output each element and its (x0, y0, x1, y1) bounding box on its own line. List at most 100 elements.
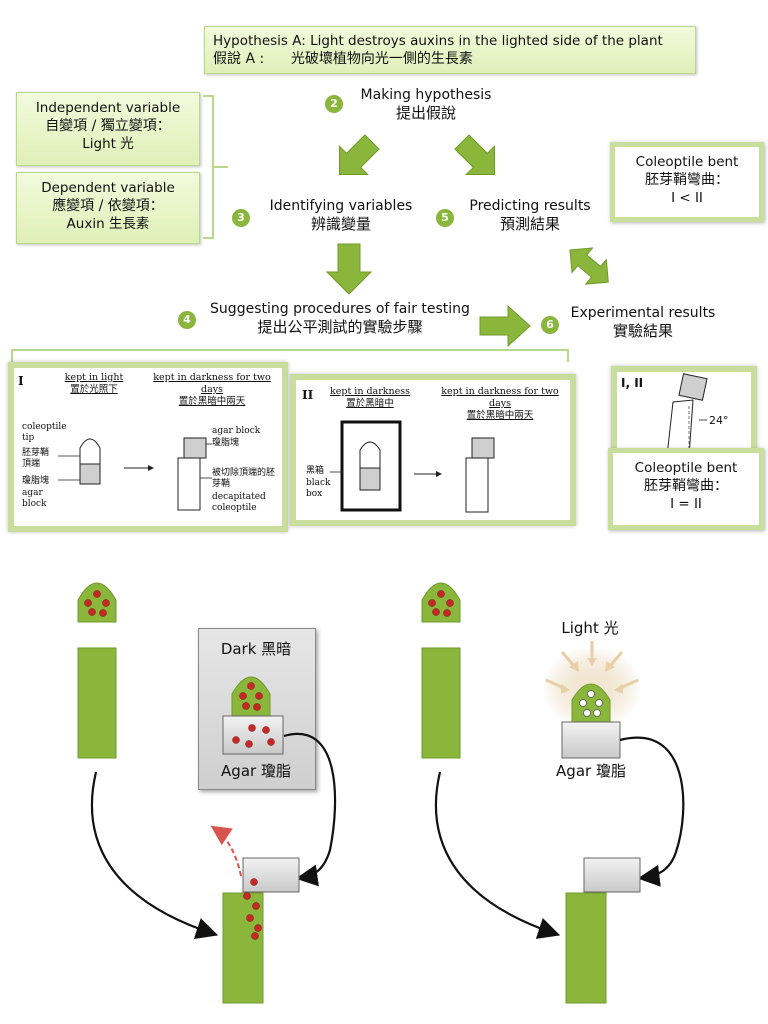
result-en: Coleoptile bent (634, 460, 738, 476)
label-decap-en: decapitated coleoptile (212, 492, 266, 513)
label-agar-zh: 瓊脂塊 (22, 476, 50, 486)
label-decap-zh: 被切除頂端的胚芽鞘 (212, 468, 276, 489)
prediction-value: I < II (671, 190, 703, 206)
step-number-5: 5 (436, 209, 454, 227)
auxin-dots-left-1 (84, 590, 110, 617)
agar-block-dark (359, 467, 381, 491)
independent-value: Light 光 (82, 136, 134, 152)
arrow-predicting-results-compare (569, 247, 609, 285)
label-tip-zh: 胚芽鞘頂端 (22, 448, 50, 469)
flow-arrows (11, 95, 609, 362)
auxin-dots-right-1 (428, 590, 454, 617)
label-black-box-zh: 黑箱 (306, 466, 325, 476)
prediction-box: Coleoptile bent 胚芽鞘彎曲： I < II (610, 142, 764, 222)
decapitated-stem-II (465, 457, 489, 513)
step-number-3: 3 (232, 209, 250, 227)
dark-label: Dark 黑暗 (220, 640, 292, 658)
agar-result-left (242, 857, 300, 893)
step-experimental-results: Experimental results 實驗結果 (564, 304, 722, 340)
step-identifying-zh: 辨識變量 (310, 215, 371, 233)
label-coleoptile-tip: coleoptile tip (22, 422, 67, 443)
procedure-II-dark-caption: kept in darkness 置於黑暗中 (328, 386, 412, 410)
step-making-en: Making hypothesis (360, 87, 492, 103)
result-value: I = II (670, 496, 702, 512)
auxin-dots-dark-agar (232, 724, 275, 748)
step-predicting-en: Predicting results (469, 198, 591, 214)
label-agar-block-right-zh: 瓊脂塊 (212, 438, 240, 448)
procedure-II-panel: II kept in darkness 置於黑暗中 kept in darkne… (290, 374, 576, 526)
step-experimental-en: Experimental results (570, 305, 716, 321)
result-image-panel: I, II 24° (611, 366, 757, 462)
tip-right-1 (421, 582, 461, 623)
dependent-en: Dependent variable (41, 180, 175, 196)
procedures-bracket (11, 349, 569, 362)
step-experimental-zh: 實驗結果 (612, 322, 673, 340)
tip-left-1 (77, 582, 117, 623)
arrow-hypothesis-to-variables (338, 134, 380, 176)
result-panel-label: I, II (621, 376, 644, 390)
step-number-6: 6 (541, 316, 559, 334)
step-predicting-results: Predicting results 預測結果 (460, 197, 600, 233)
procedure-I-panel: I kept in light 置於光照下 kept in darkness f… (8, 362, 288, 532)
arrow-transfer-stem-left (90, 771, 219, 939)
result-zh: 胚芽鞘彎曲： (644, 478, 728, 494)
prediction-zh: 胚芽鞘彎曲： (645, 172, 729, 188)
procedure-II-kept-dark-two-zh: 置於黑暗中兩天 (466, 410, 534, 421)
dependent-variable-box: Dependent variable 應變項 / 依變項： Auxin 生長素 (16, 172, 200, 244)
auxin-dots-result-left (243, 878, 262, 940)
stem-left-1 (77, 647, 117, 759)
procedure-I-light-caption: kept in light 置於光照下 (54, 372, 134, 396)
independent-en: Independent variable (35, 100, 181, 116)
auxin-dots-dark-tip (239, 682, 263, 711)
step-predicting-zh: 預測結果 (499, 215, 560, 233)
step-identifying-variables: Identifying variables 辨識變量 (256, 197, 426, 233)
agar-label-left: Agar 瓊脂 (221, 762, 291, 780)
step-number-4: 4 (178, 311, 196, 329)
step-suggesting-zh: 提出公平測試的實驗步驟 (257, 318, 423, 336)
stem-result-left (222, 892, 264, 1004)
agar-block-shape (79, 463, 101, 485)
hypothesis-box: Hypothesis A: Light destroys auxins in t… (204, 26, 696, 74)
light-label: Light 光 (561, 619, 619, 637)
step-identifying-en: Identifying variables (269, 198, 413, 214)
procedure-I-kept-light-zh: 置於光照下 (70, 384, 118, 395)
hypothesis-line1: Hypothesis A: Light destroys auxins in t… (213, 33, 663, 49)
arrow-transfer-agar-right (619, 736, 685, 887)
light-destroyed-auxins (579, 690, 603, 717)
result-box: Coleoptile bent 胚芽鞘彎曲： I = II (608, 448, 764, 530)
dependent-value: Auxin 生長素 (66, 216, 150, 232)
variables-bracket (203, 95, 228, 239)
procedure-I-dark-caption: kept in darkness for two days 置於黑暗中兩天 (144, 372, 280, 408)
stem-right-1 (421, 647, 461, 759)
procedure-II-kept-dark-zh: 置於黑暗中 (346, 398, 394, 409)
step-making-hypothesis: Making hypothesis 提出假說 (346, 86, 506, 122)
agar-light (561, 721, 621, 759)
procedure-II-kept-dark-en: kept in darkness (329, 386, 410, 397)
result-drawing (666, 373, 708, 456)
arrow-transfer-stem-right (434, 771, 561, 939)
independent-variable-box: Independent variable 自變項 / 獨立變項： Light 光 (16, 92, 200, 166)
hypothesis-line2: 假說 A : 光破壞植物向光一側的生長素 (213, 51, 473, 67)
stem-result-right (565, 892, 607, 1004)
step-number-2: 2 (325, 95, 343, 113)
agar-label-right: Agar 瓊脂 (556, 762, 626, 780)
procedure-I-kept-light-en: kept in light (64, 372, 124, 383)
step-suggesting-procedures: Suggesting procedures of fair testing 提出… (200, 300, 480, 336)
prediction-en: Coleoptile bent (635, 154, 739, 170)
procedure-I-roman: I (18, 374, 24, 388)
decapitated-stem (177, 457, 201, 511)
arrow-hypothesis-to-predicting (454, 134, 496, 176)
arrow-variables-to-procedures (325, 243, 373, 295)
step-making-zh: 提出假說 (395, 104, 456, 122)
result-angle: 24° (709, 414, 729, 427)
result-bent-stem (666, 399, 694, 456)
coleoptile-tip-dark (359, 441, 381, 469)
procedure-I-kept-dark-zh: 置於黑暗中兩天 (178, 396, 246, 407)
arrow-transfer-agar-left (283, 732, 337, 887)
step-suggesting-en: Suggesting procedures of fair testing (210, 301, 470, 317)
result-agar-block (678, 373, 708, 401)
dependent-zh: 應變項 / 依變項： (52, 198, 164, 214)
coleoptile-tip-shape (79, 438, 101, 465)
arrow-procedures-to-results (479, 304, 531, 348)
